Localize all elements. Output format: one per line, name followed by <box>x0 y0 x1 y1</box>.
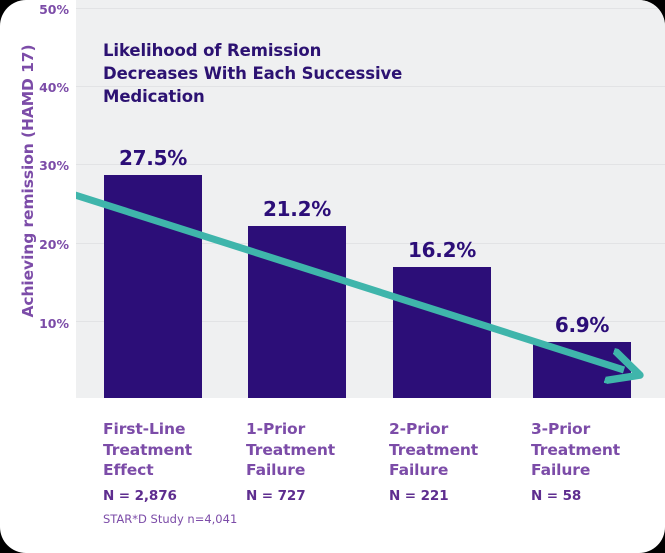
x-category-n-3: N = 58 <box>531 487 582 504</box>
x-category-name-0: First-Line Treatment Effect <box>103 420 193 480</box>
source-footnote: STAR*D Study n=4,041 <box>103 512 238 526</box>
bar-value-2-prior: 16.2% <box>408 238 476 262</box>
bar-value-3-prior: 6.9% <box>554 313 610 337</box>
plot-area: Likelihood of Remission Decreases With E… <box>76 0 665 398</box>
bar-value-1-prior: 21.2% <box>263 197 331 221</box>
x-category-3-prior-treatment-failure: 3-Prior Treatment Failure N = 58 <box>531 419 661 506</box>
y-axis-title: Achieving remission (HAMD 17) <box>19 44 37 318</box>
y-tick-label-30: 30% <box>39 158 69 173</box>
chart-headline: Likelihood of Remission Decreases With E… <box>103 41 403 106</box>
x-category-2-prior-treatment-failure: 2-Prior Treatment Failure N = 221 <box>389 419 519 506</box>
x-category-name-1: 1-Prior Treatment Failure <box>246 420 336 480</box>
y-tick-label-50: 50% <box>39 2 69 17</box>
bar-first-line-treatment-effect[interactable] <box>104 175 202 398</box>
bar-value-first-line: 27.5% <box>119 146 187 170</box>
y-tick-label-20: 20% <box>39 237 69 252</box>
bar-2-prior-treatment-failure[interactable] <box>393 267 491 398</box>
x-category-n-2: N = 221 <box>389 487 449 504</box>
y-tick-label-10: 10% <box>39 316 69 331</box>
gridline-50 <box>76 8 665 9</box>
gridline-30 <box>76 164 665 165</box>
x-category-name-3: 3-Prior Treatment Failure <box>531 420 621 480</box>
gridline-40 <box>76 86 665 87</box>
bar-1-prior-treatment-failure[interactable] <box>248 226 346 398</box>
x-category-n-1: N = 727 <box>246 487 306 504</box>
x-category-first-line-treatment-effect: First-Line Treatment Effect N = 2,876 <box>103 419 233 506</box>
x-category-name-2: 2-Prior Treatment Failure <box>389 420 479 480</box>
x-category-1-prior-treatment-failure: 1-Prior Treatment Failure N = 727 <box>246 419 376 506</box>
x-category-n-0: N = 2,876 <box>103 487 177 504</box>
bar-3-prior-treatment-failure[interactable] <box>533 342 631 398</box>
y-tick-label-40: 40% <box>39 80 69 95</box>
